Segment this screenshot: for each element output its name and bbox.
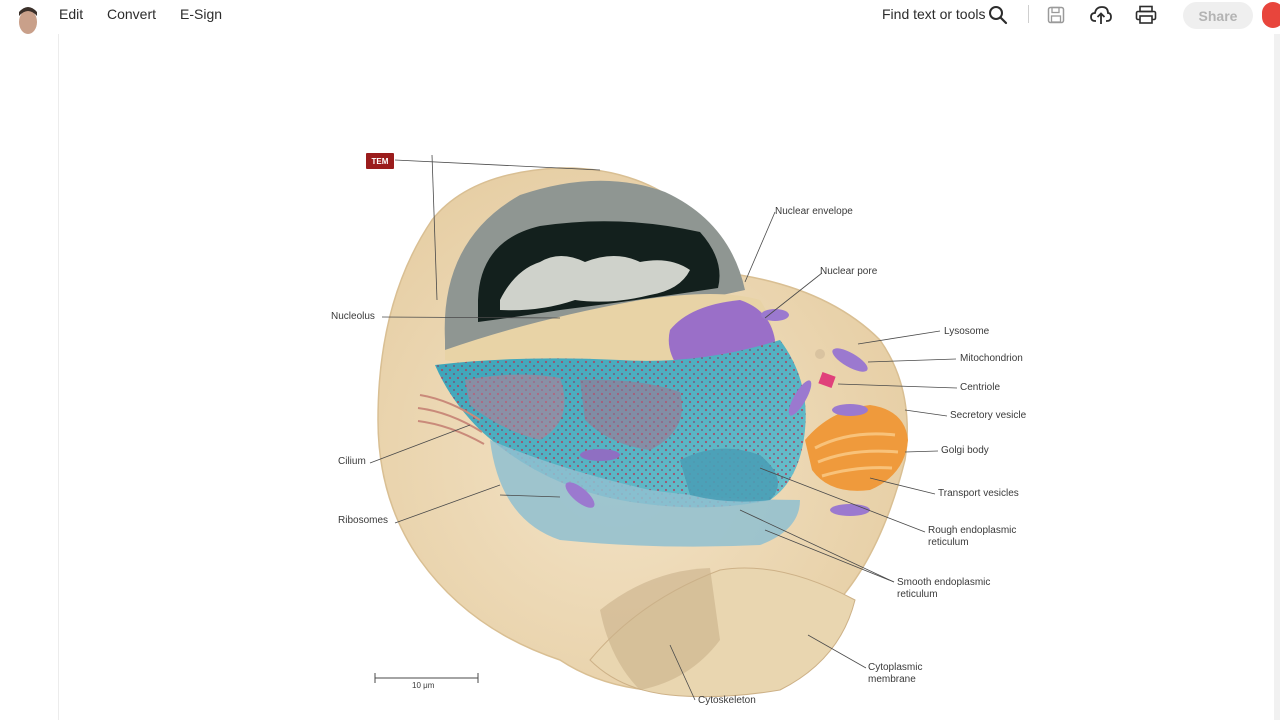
notification-dot[interactable] — [1262, 2, 1280, 28]
cilia — [417, 394, 485, 445]
share-button[interactable]: Share — [1183, 2, 1253, 29]
top-toolbar: Edit Convert E-Sign Find text or tools S… — [0, 0, 1280, 62]
toolbar-divider — [1028, 5, 1029, 23]
endoplasmic-reticulum — [435, 340, 806, 547]
label-mitochondrion: Mitochondrion — [960, 353, 1023, 364]
print-icon[interactable] — [1134, 4, 1158, 26]
label-secretory-vesicle: Secretory vesicle — [950, 410, 1027, 421]
scrollbar[interactable] — [1274, 34, 1280, 720]
menu-edit[interactable]: Edit — [59, 6, 84, 22]
label-golgi-body: Golgi body — [941, 445, 989, 456]
label-smooth-er: Smooth endoplasmic reticulum — [897, 577, 991, 600]
label-nucleolus: Nucleolus — [331, 311, 375, 322]
find-text-or-tools[interactable]: Find text or tools — [882, 6, 986, 22]
cloud-upload-icon[interactable] — [1089, 4, 1113, 26]
label-nuclear-envelope: Nuclear envelope — [775, 206, 853, 217]
menu-esign[interactable]: E-Sign — [180, 6, 223, 22]
label-rough-er: Rough endoplasmic reticulum — [928, 525, 1017, 548]
organelles — [565, 309, 870, 516]
label-cytoskeleton: Cytoskeleton — [698, 695, 756, 706]
scale-bar — [374, 673, 479, 683]
search-icon[interactable] — [986, 4, 1010, 26]
label-cytoplasmic-membrane: Cytoplasmic membrane — [868, 662, 923, 685]
golgi-body — [805, 405, 908, 491]
label-lysosome: Lysosome — [944, 326, 990, 337]
save-icon[interactable] — [1044, 4, 1068, 26]
nucleus — [444, 180, 775, 386]
label-transport-vesicles: Transport vesicles — [938, 488, 1019, 499]
left-rail — [0, 34, 59, 720]
tem-badge: TEM — [366, 153, 394, 169]
scale-label: 10 μm — [412, 681, 435, 690]
label-cilium: Cilium — [338, 456, 366, 467]
label-ribosomes: Ribosomes — [338, 515, 389, 526]
label-nuclear-pore: Nuclear pore — [820, 266, 878, 277]
leader-lines — [369, 154, 958, 701]
menu-convert[interactable]: Convert — [107, 6, 157, 22]
label-centriole: Centriole — [960, 382, 1001, 393]
